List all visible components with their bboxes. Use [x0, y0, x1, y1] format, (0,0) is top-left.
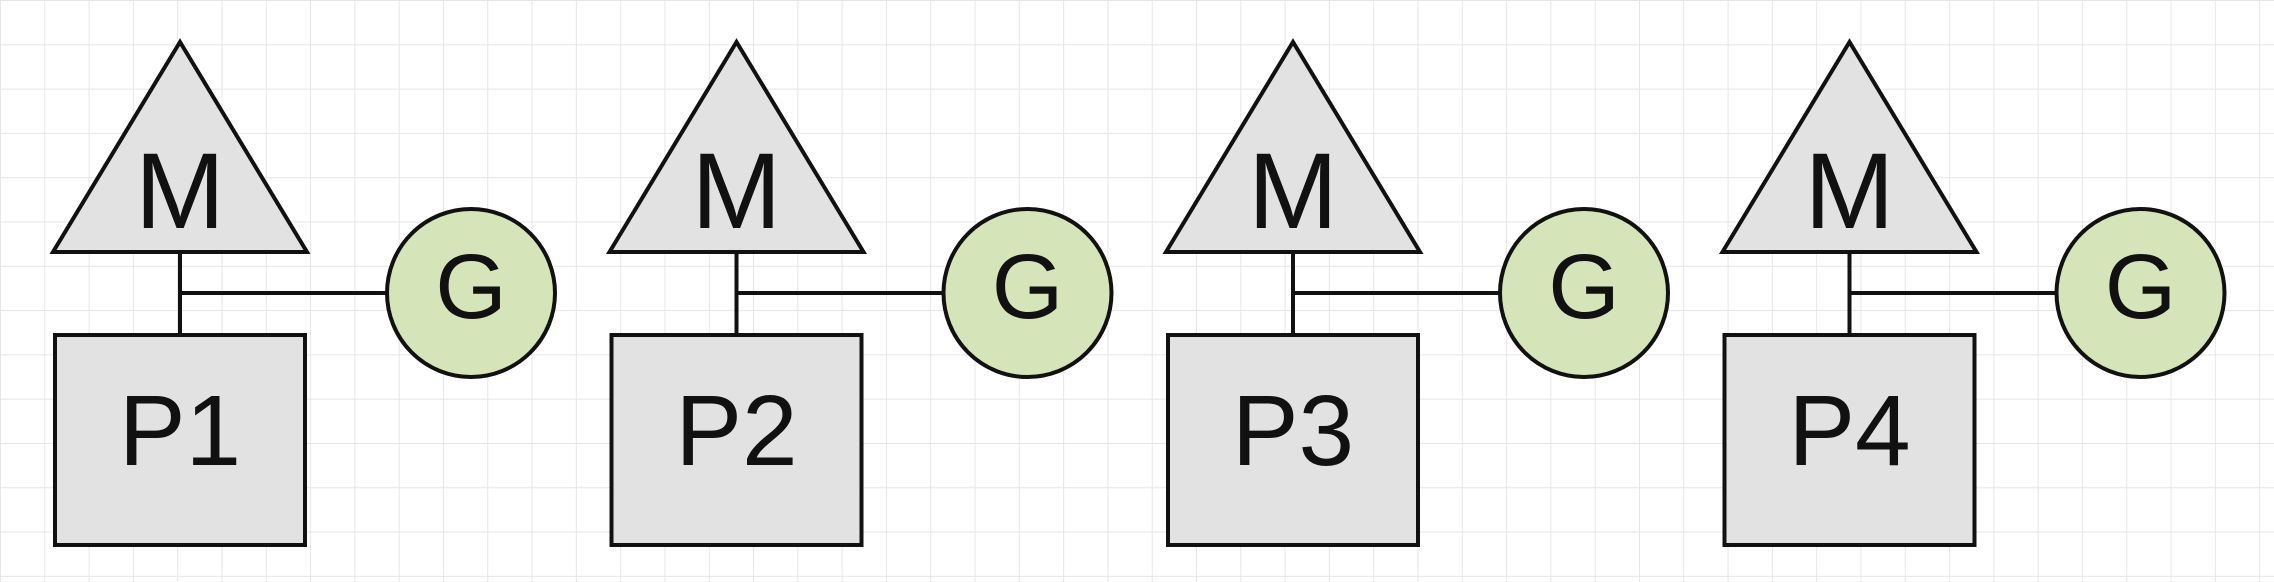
- processor-box: [1166, 333, 1420, 547]
- machine-label: M: [1248, 130, 1338, 251]
- gmp-group: M P2 G: [605, 38, 1114, 547]
- goroutine-label: G: [435, 236, 507, 338]
- processor-label: P3: [1232, 375, 1354, 487]
- machine-triangle: [605, 38, 868, 254]
- goroutine-circle: [1498, 207, 1670, 379]
- goroutine-label: G: [2105, 236, 2177, 338]
- processor-box: [1722, 333, 1977, 547]
- machine-label: M: [1805, 130, 1895, 251]
- processor-box: [53, 333, 307, 547]
- goroutine-circle: [941, 207, 1114, 379]
- goroutine-label: G: [992, 236, 1064, 338]
- gmp-group: M P4 G: [1718, 38, 2227, 547]
- machine-label: M: [135, 130, 225, 251]
- machine-triangle: [1162, 38, 1424, 254]
- machine-label: M: [692, 130, 782, 251]
- machine-triangle: [49, 38, 311, 254]
- machine-triangle: [1718, 38, 1981, 254]
- goroutine-circle: [385, 207, 557, 379]
- processor-label: P1: [119, 375, 241, 487]
- goroutine-circle: [2054, 207, 2227, 379]
- gmp-group: M P1 G: [49, 38, 557, 547]
- gmp-group: M P3 G: [1162, 38, 1670, 547]
- processor-label: P2: [675, 375, 797, 487]
- processor-label: P4: [1788, 375, 1910, 487]
- processor-box: [609, 333, 864, 547]
- goroutine-label: G: [1548, 236, 1620, 338]
